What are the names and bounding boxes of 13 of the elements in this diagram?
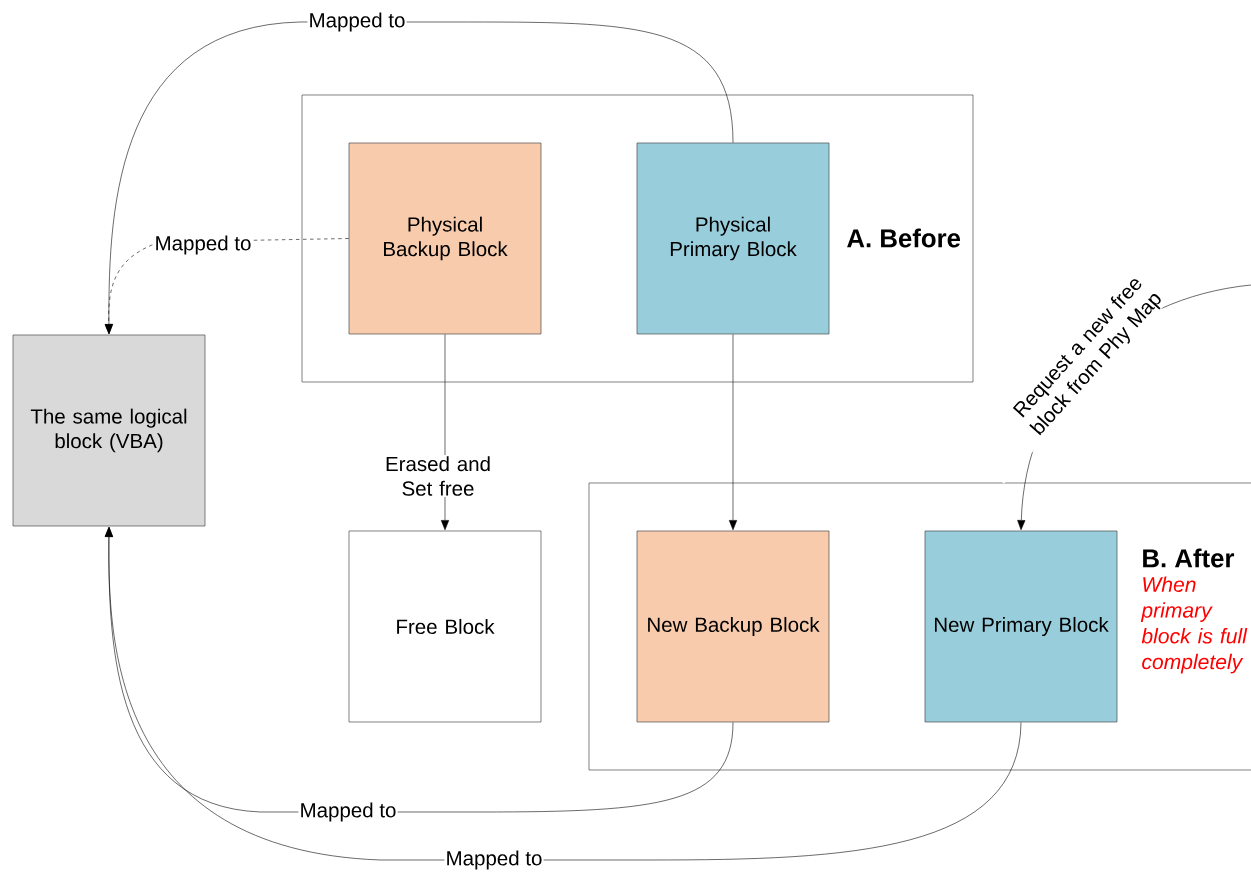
block-box: The same logical block (VBA) — [12, 334, 206, 527]
edge-label: Erased and Set free — [375, 455, 501, 497]
block-box: New Primary Block — [924, 530, 1118, 723]
edge-label: Mapped to — [444, 849, 544, 871]
edge-label: Mapped to — [307, 11, 407, 33]
block-box: New Backup Block — [636, 530, 830, 723]
edge-label: Mapped to — [298, 801, 398, 823]
block-box: Physical Primary Block — [636, 142, 830, 335]
block-box: Free Block — [348, 530, 542, 723]
block-box: Physical Backup Block — [348, 142, 542, 335]
edge-label: Mapped to — [153, 234, 253, 256]
arrow — [728, 334, 738, 531]
arrow — [104, 526, 1022, 861]
